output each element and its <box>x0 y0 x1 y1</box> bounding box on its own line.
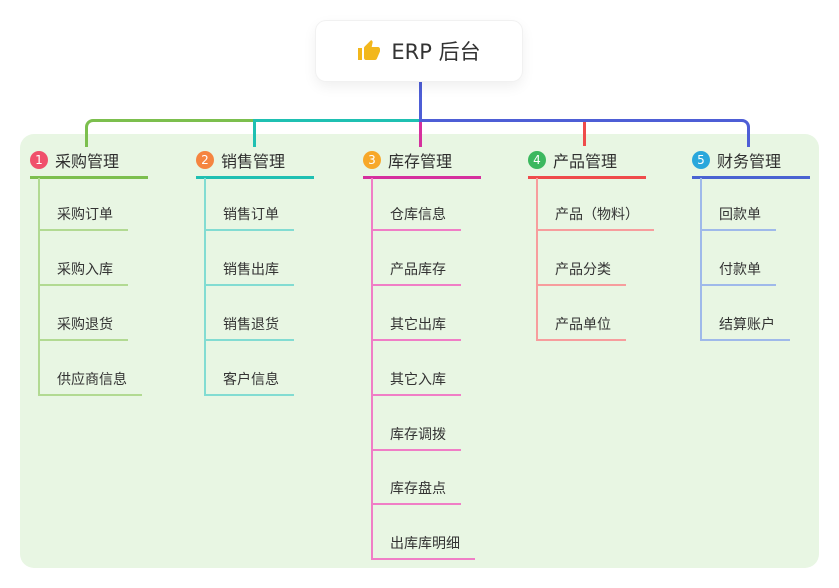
node-stock-detail[interactable]: 出库库明细 <box>371 534 475 560</box>
node-purchase-return[interactable]: 采购退货 <box>38 315 128 341</box>
node-supplier-info[interactable]: 供应商信息 <box>38 370 142 396</box>
node-purchase-order[interactable]: 采购订单 <box>38 205 128 231</box>
node-purchase-inbound[interactable]: 采购入库 <box>38 260 128 286</box>
node-sales-return[interactable]: 销售退货 <box>204 315 294 341</box>
thumbs-up-icon <box>357 39 381 63</box>
branch-purchase: 1 采购管理 采购订单 采购入库 采购退货 供应商信息 <box>30 149 148 396</box>
branch-header-purchase[interactable]: 1 采购管理 <box>30 149 148 179</box>
node-sales-outbound[interactable]: 销售出库 <box>204 260 294 286</box>
branch-label: 库存管理 <box>388 152 453 171</box>
branch-number-badge: 4 <box>528 151 546 169</box>
branch-number-badge: 3 <box>363 151 381 169</box>
node-other-outbound[interactable]: 其它出库 <box>371 315 461 341</box>
branch-label: 销售管理 <box>221 152 286 171</box>
branch-number-badge: 1 <box>30 151 48 169</box>
connector-branch-finance <box>419 119 750 147</box>
child-connector-line <box>371 178 373 560</box>
branch-number-badge: 2 <box>196 151 214 169</box>
node-product-stock[interactable]: 产品库存 <box>371 260 461 286</box>
node-payment-order[interactable]: 付款单 <box>700 260 776 286</box>
node-product-material[interactable]: 产品（物料） <box>536 205 654 231</box>
connector-branch-purchase <box>85 119 253 147</box>
root-title: ERP 后台 <box>391 40 481 64</box>
node-product-unit[interactable]: 产品单位 <box>536 315 626 341</box>
branch-label: 财务管理 <box>717 152 782 171</box>
child-connector-line <box>38 178 40 396</box>
branch-label: 产品管理 <box>553 152 618 171</box>
branch-header-product[interactable]: 4 产品管理 <box>528 149 646 179</box>
branch-sales: 2 销售管理 销售订单 销售出库 销售退货 客户信息 <box>196 149 314 396</box>
mindmap-background-panel <box>20 134 819 568</box>
branch-inventory: 3 库存管理 仓库信息 产品库存 其它出库 其它入库 库存调拨 库存盘点 出库库… <box>363 149 481 560</box>
branch-product: 4 产品管理 产品（物料） 产品分类 产品单位 <box>528 149 654 341</box>
root-connector-line <box>419 82 422 122</box>
node-customer-info[interactable]: 客户信息 <box>204 370 294 396</box>
node-warehouse-info[interactable]: 仓库信息 <box>371 205 461 231</box>
branch-finance: 5 财务管理 回款单 付款单 结算账户 <box>692 149 810 341</box>
node-sales-order[interactable]: 销售订单 <box>204 205 294 231</box>
branch-number-badge: 5 <box>692 151 710 169</box>
child-connector-line <box>536 178 538 341</box>
child-connector-line <box>700 178 702 341</box>
node-product-category[interactable]: 产品分类 <box>536 260 626 286</box>
node-stock-transfer[interactable]: 库存调拨 <box>371 425 461 451</box>
node-settlement-account[interactable]: 结算账户 <box>700 315 790 341</box>
node-stock-taking[interactable]: 库存盘点 <box>371 479 461 505</box>
branch-header-inventory[interactable]: 3 库存管理 <box>363 149 481 179</box>
child-connector-line <box>204 178 206 396</box>
branch-header-sales[interactable]: 2 销售管理 <box>196 149 314 179</box>
connector-branch-inventory <box>419 122 422 147</box>
node-other-inbound[interactable]: 其它入库 <box>371 370 461 396</box>
branch-label: 采购管理 <box>55 152 120 171</box>
connector-branch-sales <box>253 119 419 147</box>
node-receipt-order[interactable]: 回款单 <box>700 205 776 231</box>
branch-header-finance[interactable]: 5 财务管理 <box>692 149 810 179</box>
connector-branch-product <box>583 122 586 146</box>
root-node[interactable]: ERP 后台 <box>316 21 522 81</box>
